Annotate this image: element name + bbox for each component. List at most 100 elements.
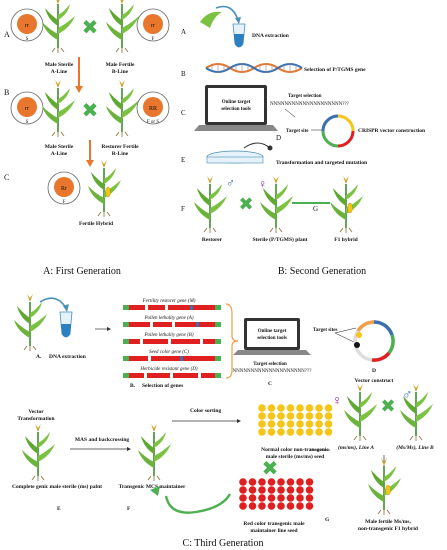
label-target-selection: Target selection bbox=[288, 94, 322, 99]
cytoplasm-s: S bbox=[26, 37, 29, 42]
label-normal-seed-1: Normal color non-transgenic bbox=[261, 447, 329, 453]
corn-plant-icon bbox=[137, 423, 172, 482]
seed-dot bbox=[286, 494, 295, 502]
nucleus-icon bbox=[143, 97, 163, 117]
seed-dot bbox=[286, 486, 295, 494]
seed-dot bbox=[315, 412, 323, 420]
label-mas-backcrossing: MAS and backcrossing bbox=[75, 437, 130, 443]
cross-icon: ✖ bbox=[262, 458, 279, 480]
row-letter-g: G bbox=[313, 205, 318, 213]
male-symbol-icon: ♂ bbox=[402, 388, 413, 403]
seed-dot bbox=[258, 404, 266, 412]
pointer-line bbox=[334, 332, 355, 343]
seed-dot bbox=[296, 420, 304, 428]
step-letter-b: B. bbox=[130, 383, 136, 389]
label-selection-tools: selection tools bbox=[221, 107, 251, 112]
step-letter-f: F bbox=[127, 506, 131, 512]
seed-dot bbox=[305, 478, 314, 486]
seed-dot bbox=[239, 486, 247, 494]
label-f1-hybrid: F1 hybrid bbox=[334, 237, 357, 243]
laptop-icon bbox=[194, 85, 278, 131]
seed-dot bbox=[239, 502, 247, 510]
cross-icon: ✖ bbox=[82, 17, 99, 39]
curved-arrow-icon bbox=[215, 5, 239, 21]
female-symbol-icon: ♀ bbox=[332, 394, 343, 409]
gene-bar bbox=[123, 373, 221, 378]
cytoplasm-s: S bbox=[26, 120, 29, 125]
nucleus-icon bbox=[54, 177, 74, 197]
label-vector-construct: Vector construct bbox=[355, 378, 394, 384]
step-letter-a: A. bbox=[36, 354, 42, 360]
corn-plant-icon bbox=[343, 383, 378, 442]
gene-label-4: Herbicide resistant gene (D) bbox=[139, 367, 198, 372]
caption-third-generation: C: Third Generation bbox=[183, 538, 264, 549]
seed-dot bbox=[296, 502, 304, 510]
seed-dot bbox=[324, 412, 333, 420]
arrowhead bbox=[75, 86, 83, 93]
seed-dot bbox=[296, 486, 304, 494]
label-b-line: B-Line bbox=[112, 69, 129, 75]
corn-plant-icon bbox=[21, 423, 56, 482]
label-restorer: Restorer bbox=[202, 237, 223, 243]
seed-dot bbox=[286, 420, 295, 428]
seed-dot bbox=[248, 486, 257, 494]
cytoplasm-f-or-s: F or S bbox=[147, 120, 159, 125]
seed-dot bbox=[286, 478, 295, 486]
label-red-seed-2: maintainer line seed bbox=[250, 528, 297, 534]
label-transformation: Transformation bbox=[17, 416, 54, 422]
label-normal-seed-2: male sterile (ms/ms) seed bbox=[266, 453, 325, 460]
seed-dot bbox=[277, 428, 285, 436]
nucleus-icon bbox=[17, 97, 37, 117]
seed-dot bbox=[267, 404, 276, 412]
seed-dot bbox=[258, 486, 266, 494]
nucleus-icon bbox=[17, 14, 37, 34]
corn-plant-icon bbox=[88, 160, 121, 217]
label-r-line: R-Line bbox=[112, 151, 129, 157]
label-selection-gene: Selection of P/TGMS gene bbox=[304, 67, 366, 73]
seed-dot bbox=[248, 478, 257, 486]
arrowhead bbox=[63, 304, 69, 312]
seed-dot bbox=[277, 494, 285, 502]
seed-dot bbox=[239, 478, 247, 486]
seed-dot bbox=[286, 502, 295, 510]
caption-first-generation: A: First Generation bbox=[43, 266, 121, 277]
gene-bar bbox=[123, 356, 221, 361]
seed-dot bbox=[267, 420, 276, 428]
seed-dot bbox=[324, 428, 333, 436]
label-line-a: (ms/ms), Line A bbox=[338, 444, 374, 451]
panel-third-generation: A. DNA extraction Fertility restorer gen… bbox=[12, 293, 434, 549]
label-red-seed-1: Red color transgenic male bbox=[243, 521, 305, 527]
label-line-b: (Ms/Ms), Line B bbox=[396, 444, 434, 451]
gene-label-0: Fertility restorer gene (M) bbox=[142, 299, 196, 304]
corn-plant-icon bbox=[41, 0, 76, 54]
seed-dot bbox=[277, 502, 285, 510]
row-letter-a: A bbox=[4, 30, 10, 39]
pointer-line bbox=[334, 327, 357, 334]
seed-dot bbox=[324, 420, 333, 428]
label-color-sorting: Color sorting bbox=[190, 408, 221, 414]
male-symbol-icon: ♂ bbox=[226, 176, 235, 190]
seed-dot bbox=[315, 404, 323, 412]
label-target-selection: Target selection bbox=[253, 362, 287, 367]
label-vector: Vector bbox=[28, 409, 44, 415]
label-restorer-fertile: Restorer Fertile bbox=[101, 144, 139, 150]
seed-dot bbox=[305, 494, 314, 502]
corn-plant-icon bbox=[105, 0, 140, 54]
label-a-line: A-Line bbox=[51, 151, 68, 157]
seed-dot bbox=[305, 428, 314, 436]
seed-dot bbox=[267, 412, 276, 420]
corn-plant-icon bbox=[13, 293, 48, 352]
seed-dot bbox=[296, 428, 304, 436]
seed-dot bbox=[296, 412, 304, 420]
seed-dot bbox=[277, 486, 285, 494]
label-sterile-plant: Sterile (P/TGMS) plant bbox=[253, 236, 308, 243]
seed-dot bbox=[258, 494, 266, 502]
genotype-rr: rr bbox=[25, 23, 29, 29]
genotype-RR: RR bbox=[149, 106, 157, 112]
cross-icon: ✖ bbox=[82, 100, 99, 122]
seed-dot bbox=[248, 502, 257, 510]
gene-label-2: Pollen lethality gene (B) bbox=[143, 333, 193, 338]
test-tube-liquid bbox=[234, 34, 244, 47]
seed-dot bbox=[305, 404, 314, 412]
